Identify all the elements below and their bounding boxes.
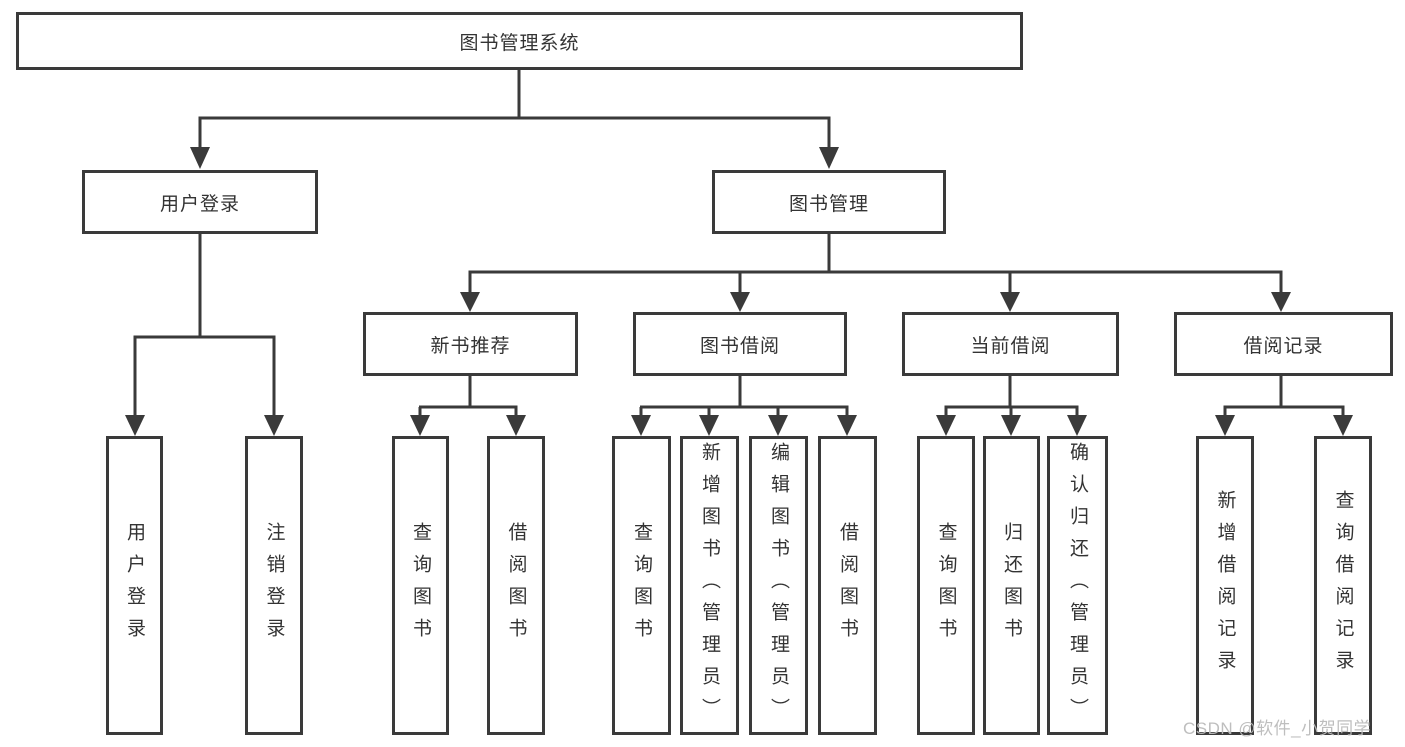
node-label: 图书借阅 <box>699 335 780 357</box>
leaf-label: 查询借阅记录 <box>1332 489 1354 682</box>
connector-book-borrow <box>631 376 857 436</box>
connector-book-management <box>460 233 1291 312</box>
node-current-borrow: 当前借阅 <box>902 312 1119 376</box>
connector-root <box>190 69 839 169</box>
leaf-edit-book-admin: 编辑图书（管理员） <box>749 436 808 735</box>
node-new-book-recommend: 新书推荐 <box>363 312 578 376</box>
leaf-label: 用户登录 <box>124 521 145 650</box>
leaf-label: 查询图书 <box>935 521 957 650</box>
connector-new-book-recommend <box>410 376 526 436</box>
leaf-label: 借阅图书 <box>837 521 858 650</box>
leaf-query-borrow-record: 查询借阅记录 <box>1314 436 1372 735</box>
leaf-label: 新增图书（管理员） <box>699 441 720 730</box>
leaf-label: 归还图书 <box>1001 521 1022 650</box>
leaf-add-book-admin: 新增图书（管理员） <box>680 436 739 735</box>
node-library-management-system: 图书管理系统 <box>16 12 1023 70</box>
leaf-add-borrow-record: 新增借阅记录 <box>1196 436 1254 735</box>
connector-user-login <box>125 233 284 436</box>
connector-current-borrow <box>936 376 1087 436</box>
node-label: 新书推荐 <box>430 335 511 357</box>
leaf-user-login: 用户登录 <box>106 436 163 735</box>
leaf-query-books-recommend: 查询图书 <box>392 436 449 735</box>
node-label: 借阅记录 <box>1243 335 1324 357</box>
leaf-return-book: 归还图书 <box>983 436 1040 735</box>
leaf-borrow-book: 借阅图书 <box>818 436 877 735</box>
leaf-label: 注销登录 <box>263 521 285 650</box>
leaf-logout: 注销登录 <box>245 436 303 735</box>
leaf-borrow-books-recommend: 借阅图书 <box>487 436 545 735</box>
leaf-confirm-return-admin: 确认归还（管理员） <box>1047 436 1108 735</box>
leaf-label: 新增借阅记录 <box>1214 489 1236 682</box>
leaf-label: 查询图书 <box>410 521 431 650</box>
node-label: 用户登录 <box>159 193 240 215</box>
leaf-label: 确认归还（管理员） <box>1067 441 1088 730</box>
node-label: 图书管理 <box>788 193 869 215</box>
leaf-query-books-current: 查询图书 <box>917 436 975 735</box>
watermark: CSDN @软件_小贺同学 <box>1183 719 1372 738</box>
node-label: 图书管理系统 <box>459 32 580 54</box>
leaf-label: 借阅图书 <box>505 521 527 650</box>
node-book-borrow: 图书借阅 <box>633 312 847 376</box>
leaf-query-books-borrow: 查询图书 <box>612 436 671 735</box>
leaf-label: 编辑图书（管理员） <box>768 441 789 730</box>
node-label: 当前借阅 <box>970 335 1051 357</box>
node-book-management: 图书管理 <box>712 170 946 234</box>
node-user-login: 用户登录 <box>82 170 318 234</box>
leaf-label: 查询图书 <box>631 521 652 650</box>
node-borrow-records: 借阅记录 <box>1174 312 1393 376</box>
connector-borrow-records <box>1215 376 1353 436</box>
